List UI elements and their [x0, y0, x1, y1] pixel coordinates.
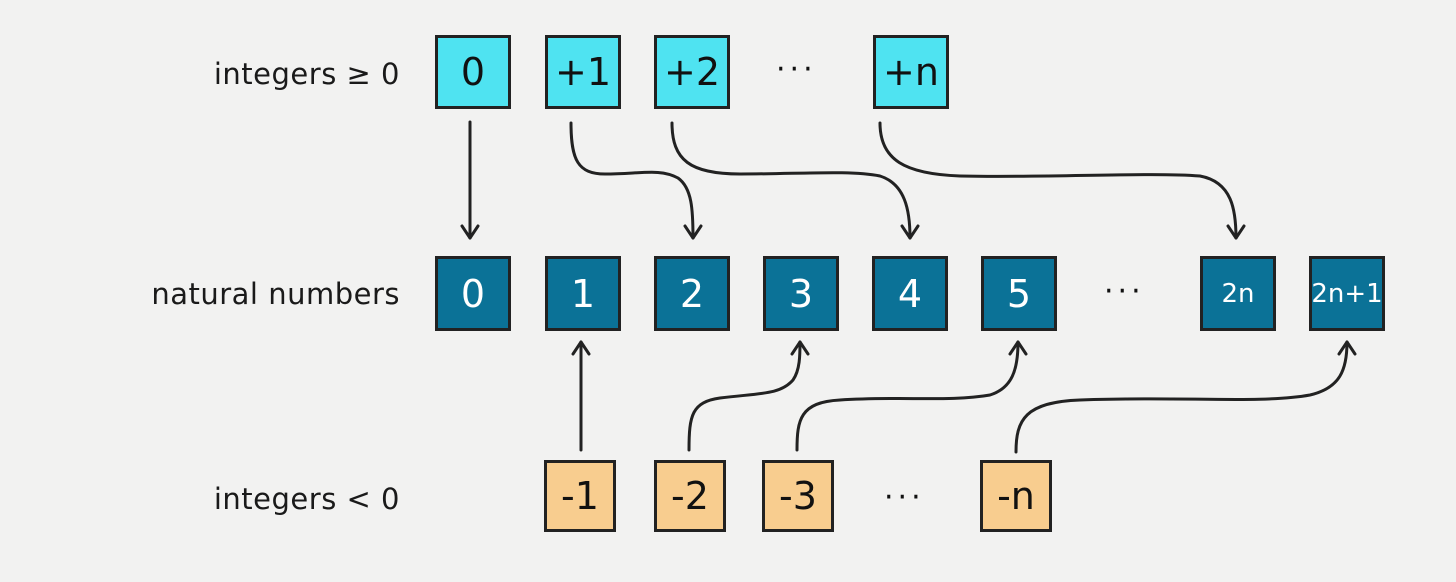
box-neg-minus2: -2 — [654, 460, 726, 532]
ellipsis-middle: ··· — [1104, 274, 1145, 309]
box-natural-1: 1 — [545, 256, 621, 331]
label-integers-negative: integers < 0 — [213, 482, 400, 516]
box-natural-3: 3 — [763, 256, 839, 331]
box-neg-minus3: -3 — [762, 460, 834, 532]
box-neg-minus1: -1 — [544, 460, 616, 532]
box-nonneg-plusn: +n — [873, 35, 949, 109]
arrow-plus1-to-2 — [569, 121, 703, 240]
arrow-plus2-to-4 — [670, 121, 920, 240]
arrow-minus1-to-1 — [571, 340, 591, 452]
box-natural-0: 0 — [435, 256, 511, 331]
arrow-minusn-to-2n-plus-1 — [1014, 340, 1357, 454]
box-natural-2n: 2n — [1200, 256, 1276, 331]
arrow-plusn-to-2n — [878, 121, 1246, 240]
ellipsis-bottom: ··· — [884, 480, 925, 515]
label-integers-nonnegative: integers ≥ 0 — [213, 57, 400, 91]
box-nonneg-plus1: +1 — [545, 35, 621, 109]
box-natural-2n-plus-1: 2n+1 — [1309, 256, 1385, 331]
label-natural-numbers: natural numbers — [151, 277, 400, 311]
box-natural-4: 4 — [872, 256, 948, 331]
arrow-minus3-to-5 — [795, 340, 1028, 452]
box-natural-5: 5 — [981, 256, 1057, 331]
arrow-0-to-0 — [460, 120, 480, 240]
box-nonneg-plus2: +2 — [654, 35, 730, 109]
arrow-minus2-to-3 — [687, 340, 810, 452]
box-neg-minusn: -n — [980, 460, 1052, 532]
box-nonneg-0: 0 — [435, 35, 511, 109]
box-natural-2: 2 — [654, 256, 730, 331]
ellipsis-top: ··· — [776, 52, 817, 87]
